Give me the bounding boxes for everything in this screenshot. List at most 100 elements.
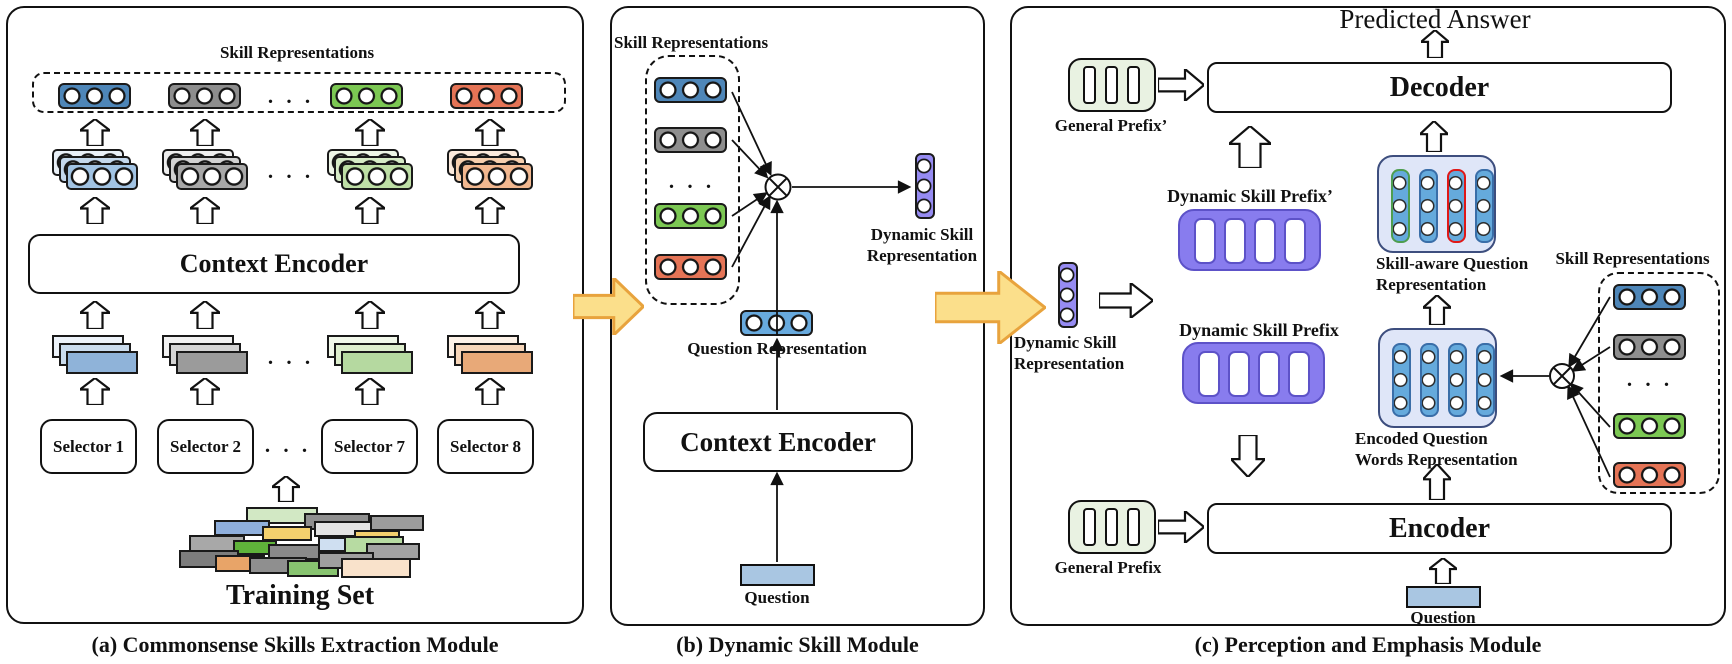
skill-token-gray bbox=[654, 127, 727, 153]
prefix-slot bbox=[1288, 351, 1310, 397]
prefix-slot bbox=[1194, 218, 1216, 264]
skill-representations-label-b: Skill Representations bbox=[614, 33, 769, 52]
label-line: Dynamic Skill bbox=[1014, 333, 1117, 352]
caption-panel-b: (b) Dynamic Skill Module bbox=[676, 632, 919, 657]
token-stack-orange bbox=[447, 149, 533, 190]
context-encoder-label-b: Context Encoder bbox=[680, 426, 876, 457]
question-input-b bbox=[740, 564, 815, 586]
skill-token-blue bbox=[1613, 284, 1686, 310]
dynamic-skill-prefix-prime-label: Dynamic Skill Prefix’ bbox=[1167, 186, 1333, 206]
question-word-token bbox=[1448, 343, 1467, 417]
skill-aware-question-representation-box bbox=[1377, 155, 1496, 253]
skill-token-gray bbox=[1613, 334, 1686, 360]
selector-7-box: Selector 7 bbox=[321, 419, 418, 474]
skill-token-blue bbox=[58, 83, 131, 109]
label-line: Encoded Question bbox=[1355, 429, 1488, 448]
prefix-slot bbox=[1254, 218, 1276, 264]
selector-1-box: Selector 1 bbox=[40, 419, 137, 474]
doc-rect bbox=[176, 351, 248, 374]
token-stack-green bbox=[327, 149, 413, 190]
prefix-slot bbox=[1284, 218, 1306, 264]
encoded-question-words-box bbox=[1378, 328, 1497, 428]
doc-rect bbox=[66, 351, 138, 374]
label-line: Dynamic Skill bbox=[870, 225, 974, 244]
selector-8-box: Selector 8 bbox=[437, 419, 534, 474]
label-line: Skill-aware Question bbox=[1376, 254, 1529, 273]
general-prefix-box bbox=[1068, 500, 1156, 554]
general-prefix-prime-box bbox=[1068, 58, 1156, 112]
skill-representations-dashed-box-b bbox=[645, 55, 740, 305]
dynamic-skill-representation-label-b: Dynamic Skill Representation bbox=[852, 224, 992, 267]
selector-8-label: Selector 8 bbox=[450, 436, 521, 456]
caption-panel-c: (c) Perception and Emphasis Module bbox=[1194, 632, 1542, 657]
ellipsis: . . . bbox=[267, 345, 315, 369]
question-word-token bbox=[1476, 343, 1495, 417]
question-label-c: Question bbox=[1410, 608, 1476, 627]
skill-token-gray bbox=[168, 83, 241, 109]
prefix-slot bbox=[1083, 508, 1096, 546]
skill-representations-dashed-box-c bbox=[1598, 272, 1720, 494]
training-doc bbox=[370, 515, 424, 531]
question-word-token bbox=[1475, 169, 1494, 243]
token-stack-blue bbox=[52, 149, 138, 190]
training-doc bbox=[262, 526, 312, 541]
dynamic-skill-prefix-label: Dynamic Skill Prefix bbox=[1179, 320, 1339, 340]
skill-token-red bbox=[654, 254, 727, 280]
prefix-slot bbox=[1083, 66, 1096, 104]
token-card bbox=[66, 163, 138, 190]
label-line: Words Representation bbox=[1355, 450, 1518, 470]
dynamic-skill-representation-label-c: Dynamic Skill Representation bbox=[1014, 332, 1124, 375]
selector-2-label: Selector 2 bbox=[170, 436, 241, 456]
prefix-slot bbox=[1127, 66, 1140, 104]
selector-7-label: Selector 7 bbox=[334, 436, 405, 456]
label-line: Representation bbox=[866, 246, 978, 266]
dynamic-skill-representation-token-c bbox=[1058, 262, 1078, 328]
selector-2-box: Selector 2 bbox=[157, 419, 254, 474]
dynamic-skill-representation-token-b bbox=[915, 153, 935, 219]
skill-representations-label-c: Skill Representations bbox=[1555, 249, 1710, 268]
encoded-question-words-label: Encoded Question Words Representation bbox=[1355, 428, 1518, 471]
question-input-c bbox=[1406, 586, 1481, 608]
context-encoder-box-b: Context Encoder bbox=[643, 412, 913, 472]
skill-token-green bbox=[330, 83, 403, 109]
general-prefix-prime-label: General Prefix’ bbox=[1054, 116, 1168, 135]
token-stack-gray bbox=[162, 149, 248, 190]
context-encoder-box-a: Context Encoder bbox=[28, 234, 520, 294]
doc-stack-blue bbox=[52, 335, 138, 374]
token-card bbox=[461, 163, 533, 190]
training-set-label: Training Set bbox=[225, 580, 375, 611]
token-card bbox=[176, 163, 248, 190]
context-encoder-label-a: Context Encoder bbox=[179, 249, 369, 278]
prefix-slot bbox=[1198, 351, 1220, 397]
doc-stack-orange bbox=[447, 335, 533, 374]
caption-panel-a: (a) Commonsense Skills Extraction Module bbox=[91, 632, 499, 657]
encoder-box: Encoder bbox=[1207, 503, 1672, 554]
question-word-token bbox=[1419, 169, 1438, 243]
doc-rect bbox=[341, 351, 413, 374]
skill-token-green bbox=[1613, 413, 1686, 439]
ellipsis: . . . bbox=[267, 84, 315, 108]
ellipsis: . . . bbox=[264, 433, 312, 457]
token-card bbox=[341, 163, 413, 190]
prefix-slot bbox=[1258, 351, 1280, 397]
ellipsis: . . . bbox=[668, 169, 716, 193]
doc-rect bbox=[461, 351, 533, 374]
ellipsis: . . . bbox=[267, 159, 315, 183]
prefix-slot bbox=[1127, 508, 1140, 546]
decoder-box: Decoder bbox=[1207, 62, 1672, 113]
label-line: Representation bbox=[1014, 354, 1125, 374]
decoder-label: Decoder bbox=[1389, 71, 1490, 103]
dynamic-skill-prefix-box bbox=[1182, 342, 1325, 404]
prefix-slot bbox=[1105, 66, 1118, 104]
predicted-answer-label: Predicted Answer bbox=[1339, 4, 1531, 34]
question-word-token bbox=[1420, 343, 1439, 417]
skill-token-blue bbox=[654, 77, 727, 103]
question-label-b: Question bbox=[744, 588, 810, 607]
question-word-token-green-border bbox=[1391, 169, 1410, 243]
prefix-slot bbox=[1105, 508, 1118, 546]
selector-1-label: Selector 1 bbox=[53, 436, 124, 456]
skill-token-red bbox=[450, 83, 523, 109]
ellipsis: . . . bbox=[1626, 367, 1674, 391]
question-word-token-red-border bbox=[1447, 169, 1466, 243]
